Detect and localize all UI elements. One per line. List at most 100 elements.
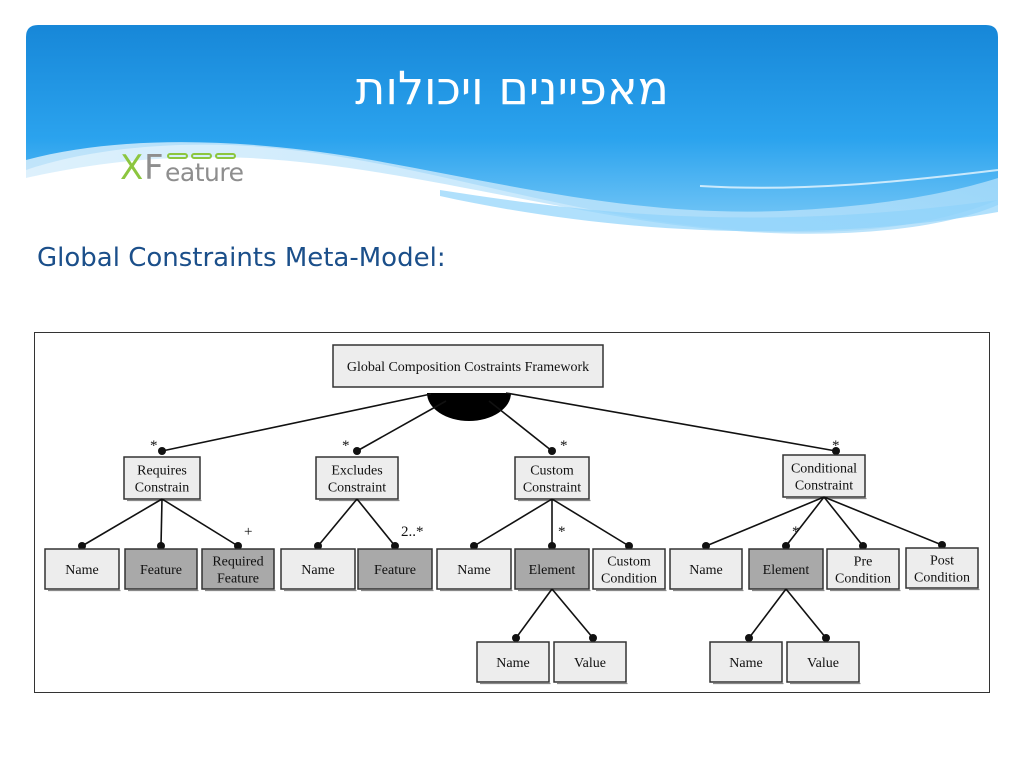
child-node-box (748, 548, 824, 590)
root-node: Global Composition Costraints Framework (332, 344, 604, 388)
edge-group-to-child (823, 496, 864, 547)
edge-endpoint-dot (625, 542, 633, 550)
edge-endpoint-dot (822, 634, 830, 642)
child-node: Feature (124, 548, 199, 592)
group-node-label: Conditional (791, 462, 857, 477)
diagram-canvas: Global Composition Costraints Framework *… (44, 344, 980, 685)
child-node-label: Condition (914, 571, 970, 586)
edge-element-to-attr (748, 588, 787, 639)
header-wave-graphic (26, 25, 999, 234)
edge-group-to-child (317, 498, 358, 547)
edge-endpoint-dot (589, 634, 597, 642)
child-node-box (592, 548, 666, 590)
attribute-node-label: Name (729, 656, 762, 671)
child-node: Name (280, 548, 357, 592)
edge-element-to-attr (551, 588, 594, 639)
group-arc-icon (427, 393, 511, 421)
edge-group-to-child (551, 498, 630, 547)
group-node-label: Constraint (523, 481, 581, 496)
root-node-box (332, 344, 604, 388)
logo-f: F (144, 148, 164, 188)
child-node: Name (436, 548, 513, 592)
attribute-node-box (553, 641, 627, 683)
child-node-box (905, 547, 979, 589)
slide-subtitle: Global Constraints Meta-Model: (37, 243, 446, 273)
child-node-label: Feature (374, 563, 416, 578)
edge-endpoint-dot (234, 542, 242, 550)
logo-pill-icon (191, 153, 212, 159)
edge-group-to-child (356, 498, 396, 547)
attribute-node: Name (476, 641, 551, 685)
multiplicity-label: * (560, 438, 568, 454)
multiplicity-label: * (558, 524, 566, 540)
edge-endpoint-dot (158, 447, 166, 455)
child-node: Element (748, 548, 825, 592)
logo-pill-icon (215, 153, 236, 159)
edge-endpoint-dot (548, 542, 556, 550)
edge-element-to-attr (785, 588, 827, 639)
child-node-box (44, 548, 120, 590)
child-node-label: Post (930, 554, 954, 569)
slide-title: מאפיינים ויכולות (355, 61, 669, 115)
group-node-label: Custom (530, 464, 574, 479)
group-node-label: Constraint (328, 481, 386, 496)
child-node-label: Name (457, 563, 490, 578)
edge-root-to-group (356, 400, 447, 452)
edge-endpoint-dot (78, 542, 86, 550)
multiplicity-label: + (244, 524, 252, 540)
edge-endpoint-dot (470, 542, 478, 550)
child-node-box (826, 548, 900, 590)
child-node-label: Feature (140, 563, 182, 578)
edge-endpoint-dot (782, 542, 790, 550)
child-node-label: Pre (854, 555, 873, 570)
edge-element-to-attr (515, 588, 553, 639)
edge-root-to-group (488, 400, 553, 452)
edge-group-to-child (161, 498, 239, 547)
header-banner (0, 0, 1024, 240)
group-node-box (782, 454, 866, 498)
child-node-box (514, 548, 590, 590)
edge-group-to-child (823, 496, 943, 546)
edge-endpoint-dot (512, 634, 520, 642)
child-node: Name (669, 548, 744, 592)
child-node-label: Condition (601, 572, 657, 587)
edge-group-to-child (785, 496, 825, 547)
child-node: Element (514, 548, 591, 592)
child-node-box (669, 548, 743, 590)
edge-group-to-child (81, 498, 163, 547)
edge-group-to-child (705, 496, 825, 547)
group-node-label: Constrain (135, 481, 189, 496)
group-node-label: Excludes (331, 464, 382, 479)
edge-endpoint-dot (157, 542, 165, 550)
child-node-label: Element (529, 563, 576, 578)
attribute-node-box (709, 641, 783, 683)
child-node-label: Element (763, 563, 810, 578)
child-node: Name (44, 548, 121, 592)
child-node-label: Name (301, 563, 334, 578)
child-node-box (124, 548, 198, 590)
edge-group-to-child (473, 498, 553, 547)
multiplicity-label: 2..* (401, 524, 424, 540)
multiplicity-label: * (832, 438, 840, 454)
child-node-box (201, 548, 275, 590)
edge-endpoint-dot (548, 447, 556, 455)
attribute-node: Value (786, 641, 861, 685)
edge-endpoint-dot (832, 447, 840, 455)
child-node-label: Required (212, 555, 263, 570)
group-node-label: Requires (137, 464, 187, 479)
logo-eature: eature (165, 158, 244, 187)
attribute-node-box (786, 641, 860, 683)
edge-group-to-child (160, 498, 163, 547)
child-node-label: Custom (607, 555, 651, 570)
attribute-node: Value (553, 641, 628, 685)
edge-root-to-group (505, 392, 837, 452)
edge-endpoint-dot (391, 542, 399, 550)
root-node-label: Global Composition Costraints Framework (347, 360, 589, 375)
